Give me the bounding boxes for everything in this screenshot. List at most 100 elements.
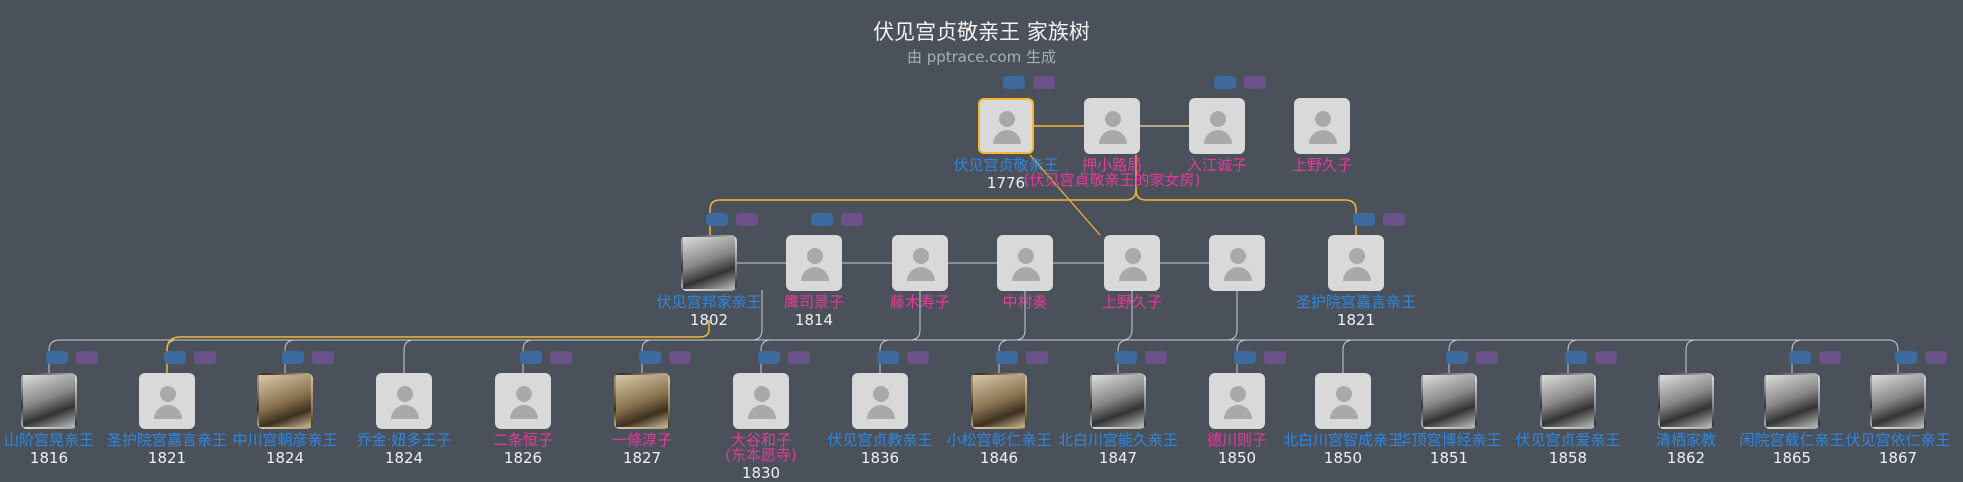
person-node[interactable]: 藤木寿子 bbox=[860, 235, 980, 311]
tag-blue[interactable] bbox=[282, 351, 304, 364]
tag-purple[interactable] bbox=[1925, 351, 1947, 364]
person-node[interactable] bbox=[1177, 235, 1297, 294]
avatar[interactable] bbox=[1189, 98, 1245, 154]
avatar[interactable] bbox=[1328, 235, 1384, 291]
tag-purple[interactable] bbox=[669, 351, 691, 364]
tag-blue[interactable] bbox=[1353, 213, 1375, 226]
tag-purple[interactable] bbox=[1383, 213, 1405, 226]
avatar[interactable] bbox=[892, 235, 948, 291]
portrait-photo[interactable] bbox=[1658, 373, 1714, 429]
person-name[interactable]: 小松宫彰仁亲王 bbox=[946, 431, 1052, 449]
person-name[interactable]: 圣护院宫嘉言亲王 bbox=[106, 431, 227, 449]
tag-purple[interactable] bbox=[550, 351, 572, 364]
tag-blue[interactable] bbox=[639, 351, 661, 364]
avatar[interactable] bbox=[1084, 98, 1140, 154]
tag-purple[interactable] bbox=[788, 351, 810, 364]
avatar[interactable] bbox=[1104, 235, 1160, 291]
avatar[interactable] bbox=[1209, 373, 1265, 429]
tag-purple[interactable] bbox=[1244, 76, 1266, 89]
person-node[interactable]: 入江诚子 bbox=[1157, 76, 1277, 174]
person-name[interactable]: 伏见宫依仁亲王 bbox=[1845, 431, 1951, 449]
tag-blue[interactable] bbox=[1214, 76, 1236, 89]
tag-purple[interactable] bbox=[312, 351, 334, 364]
person-name[interactable]: 伏见宫贞爱亲王 bbox=[1515, 431, 1621, 449]
tag-purple[interactable] bbox=[1264, 351, 1286, 364]
portrait-photo[interactable] bbox=[614, 373, 670, 429]
person-name[interactable]: 北白川宫智成亲王 bbox=[1282, 431, 1403, 449]
tag-blue[interactable] bbox=[877, 351, 899, 364]
portrait-photo[interactable] bbox=[257, 373, 313, 429]
tag-blue[interactable] bbox=[1895, 351, 1917, 364]
avatar[interactable] bbox=[139, 373, 195, 429]
tag-purple[interactable] bbox=[1595, 351, 1617, 364]
avatar[interactable] bbox=[852, 373, 908, 429]
avatar[interactable] bbox=[786, 235, 842, 291]
avatar[interactable] bbox=[1209, 235, 1265, 291]
person-name[interactable]: 伏见宫邦家亲王 bbox=[656, 293, 762, 311]
tag-purple[interactable] bbox=[1476, 351, 1498, 364]
portrait-photo[interactable] bbox=[1421, 373, 1477, 429]
tag-blue[interactable] bbox=[164, 351, 186, 364]
tag-purple[interactable] bbox=[841, 213, 863, 226]
tag-blue[interactable] bbox=[1234, 351, 1256, 364]
tag-purple[interactable] bbox=[1145, 351, 1167, 364]
person-name[interactable]: 清栖家教 bbox=[1655, 431, 1716, 449]
tag-blue[interactable] bbox=[706, 213, 728, 226]
person-name[interactable]: 乔金·妞多王子 bbox=[356, 431, 452, 449]
portrait-photo[interactable] bbox=[681, 235, 737, 291]
person-name[interactable]: 大谷和子 bbox=[730, 431, 791, 449]
tag-purple[interactable] bbox=[736, 213, 758, 226]
person-node[interactable]: 中村奏 bbox=[965, 235, 1085, 311]
portrait-photo[interactable] bbox=[1870, 373, 1926, 429]
tag-blue[interactable] bbox=[758, 351, 780, 364]
person-node[interactable]: 押小路局(伏见宫貞敬亲王的家女房) bbox=[1024, 98, 1200, 189]
tag-blue[interactable] bbox=[1115, 351, 1137, 364]
tag-blue[interactable] bbox=[520, 351, 542, 364]
tag-blue[interactable] bbox=[1446, 351, 1468, 364]
person-name[interactable]: 上野久子 bbox=[1291, 156, 1352, 174]
tag-purple[interactable] bbox=[1026, 351, 1048, 364]
person-name[interactable]: 鹰司景子 bbox=[783, 293, 844, 311]
person-name[interactable]: 闲院宫载仁亲王 bbox=[1739, 431, 1845, 449]
portrait-photo[interactable] bbox=[21, 373, 77, 429]
person-name[interactable]: 一條淳子 bbox=[611, 431, 672, 449]
tag-purple[interactable] bbox=[194, 351, 216, 364]
avatar[interactable] bbox=[1294, 98, 1350, 154]
avatar[interactable] bbox=[1315, 373, 1371, 429]
portrait-photo[interactable] bbox=[1540, 373, 1596, 429]
person-node[interactable]: 大谷和子(东本愿寺)1830 bbox=[701, 351, 821, 482]
person-name[interactable]: 华顶宫博经亲王 bbox=[1396, 431, 1502, 449]
person-name[interactable]: 藤木寿子 bbox=[889, 293, 950, 311]
tag-purple[interactable] bbox=[907, 351, 929, 364]
person-node[interactable]: 上野久子 bbox=[1072, 235, 1192, 311]
avatar[interactable] bbox=[733, 373, 789, 429]
avatar[interactable] bbox=[495, 373, 551, 429]
tag-purple[interactable] bbox=[76, 351, 98, 364]
avatar[interactable] bbox=[376, 373, 432, 429]
person-name[interactable]: 入江诚子 bbox=[1186, 156, 1247, 174]
tag-purple[interactable] bbox=[1819, 351, 1841, 364]
person-name[interactable]: 山阶宫晃亲王 bbox=[3, 431, 94, 449]
tag-purple[interactable] bbox=[1033, 76, 1055, 89]
person-name[interactable]: 圣护院宫嘉言亲王 bbox=[1295, 293, 1416, 311]
person-name[interactable]: 中川宫朝彦亲王 bbox=[232, 431, 338, 449]
tag-blue[interactable] bbox=[1789, 351, 1811, 364]
person-name[interactable]: 中村奏 bbox=[1002, 293, 1048, 311]
